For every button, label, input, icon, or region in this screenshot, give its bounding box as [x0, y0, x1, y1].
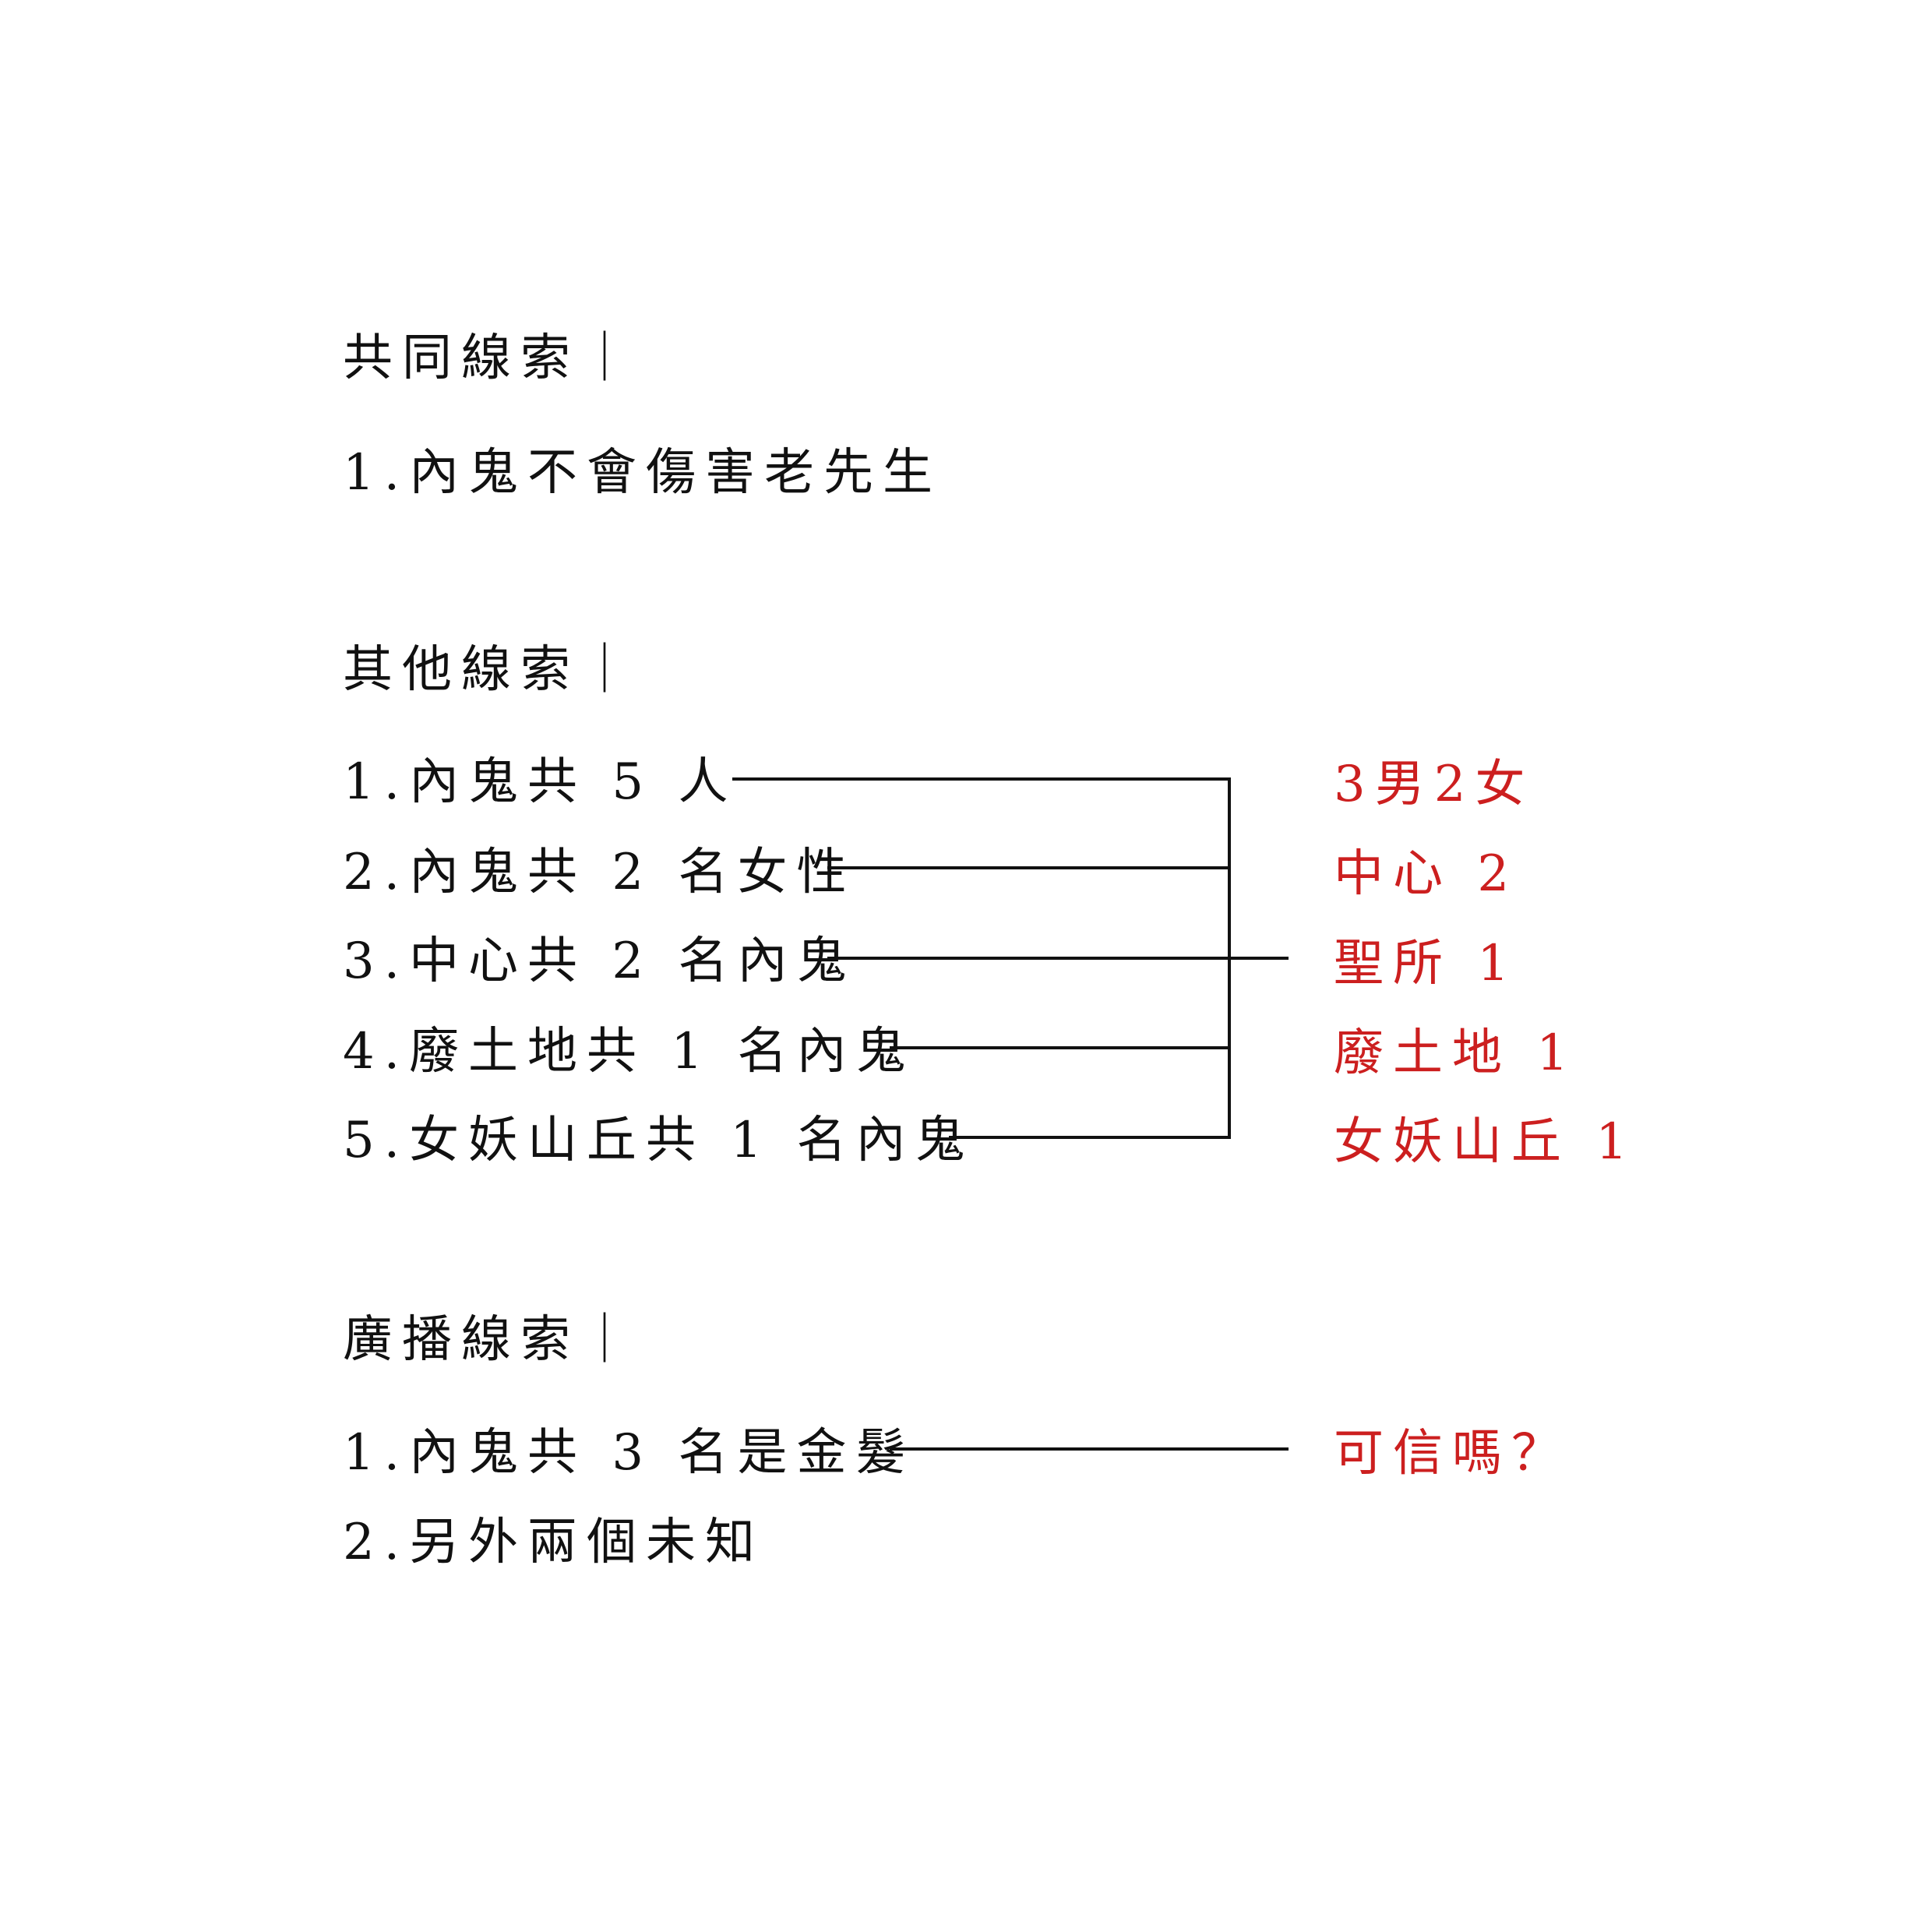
conclusion-label: 聖所 1: [1334, 935, 1519, 992]
conclusion-label: 中心 2: [1334, 845, 1519, 903]
other-clue-item: 1.內鬼共 5 人: [343, 753, 738, 811]
other-clue-item: 5.女妖山丘共 1 名內鬼: [343, 1112, 975, 1169]
common-clues-heading: 共同線索｜: [343, 330, 639, 387]
broadcast-clues-heading: 廣播線索｜: [343, 1311, 639, 1369]
other-clues-heading: 其他線索｜: [343, 641, 639, 699]
connector-line: [890, 1046, 1231, 1049]
broadcast-clue-item: 2.另外兩個未知: [343, 1514, 765, 1571]
other-clue-item: 2.內鬼共 2 名女性: [343, 844, 856, 901]
broadcast-conclusion: 可信嗎？: [1334, 1425, 1571, 1482]
connector-line: [732, 777, 1231, 781]
connector-line: [949, 1136, 1231, 1139]
connector-line: [827, 866, 1231, 869]
connector-line: [890, 1447, 1289, 1451]
common-clue-item: 1.內鬼不會傷害老先生: [343, 444, 943, 502]
conclusion-label: 廢土地 1: [1334, 1024, 1578, 1082]
conclusion-label: 3男2女: [1334, 756, 1535, 813]
other-clue-item: 3.中心共 2 名內鬼: [343, 933, 856, 990]
bracket-line: [1228, 777, 1231, 1139]
conclusion-label: 女妖山丘 1: [1334, 1113, 1638, 1171]
broadcast-clue-item: 1.內鬼共 3 名是金髮: [343, 1424, 915, 1482]
other-clue-item: 4.廢土地共 1 名內鬼: [343, 1023, 915, 1081]
connector-line: [827, 957, 1289, 960]
